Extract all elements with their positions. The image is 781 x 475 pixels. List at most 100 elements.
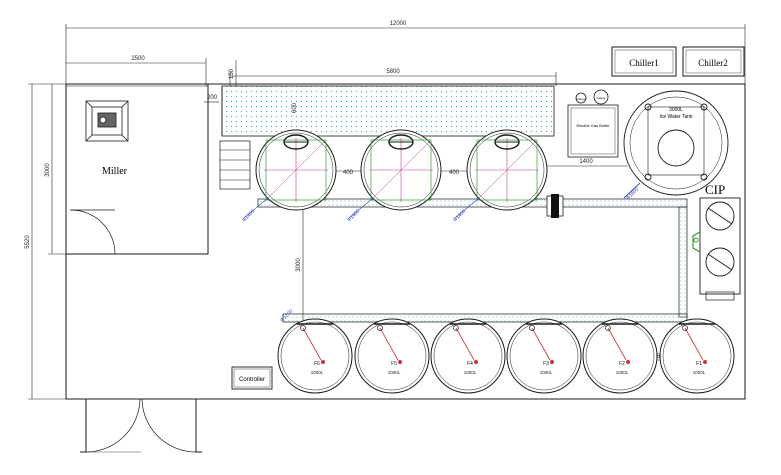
ice-water-tank-label: Ice Water Tank xyxy=(659,114,693,120)
fermenter-inner xyxy=(433,321,503,391)
fermenter-code: F6 xyxy=(314,361,320,367)
fermenter-shell xyxy=(506,318,582,394)
fermenter-sample-arm xyxy=(607,327,627,361)
fermenter-valve-2 xyxy=(321,360,325,364)
controller-inner xyxy=(233,368,271,388)
fermenters: F61000LF51000LF41000LF31000LF21000LF1100… xyxy=(277,308,735,394)
brew-tank-3: Φ1400 xyxy=(452,129,548,223)
fermenter-f1: F1 1000L xyxy=(659,318,735,394)
fermenter-sample-arm xyxy=(379,327,399,361)
fermenter-inner xyxy=(280,321,350,391)
fermenter-shell xyxy=(582,318,658,394)
brew-tank-diag xyxy=(478,141,536,199)
fermenter-valve-2 xyxy=(626,360,630,364)
chiller2-label: Chiller2 xyxy=(698,58,728,68)
gauge-2-label: Gauge xyxy=(596,96,605,100)
fermenter-inner xyxy=(585,321,655,391)
fermenter-valve xyxy=(682,325,688,331)
controller-label: Controller xyxy=(239,377,265,383)
brew-tank-leader xyxy=(243,197,269,219)
miller-label: Miller xyxy=(102,166,128,177)
fermenter-f5: F5 1000L xyxy=(354,318,430,394)
fermenter-f3: F3 1000L xyxy=(506,318,582,394)
chiller1-label: Chiller1 xyxy=(629,58,659,68)
fermenter-sample-arm xyxy=(455,327,475,361)
dimension-lines xyxy=(28,24,746,400)
fermenter-code: F3 xyxy=(543,361,549,367)
brew-tank-diag xyxy=(267,141,325,199)
fermenter-shell xyxy=(277,318,353,394)
chiller2-inner xyxy=(685,49,742,74)
walls xyxy=(65,83,746,453)
brew-tank-leader xyxy=(348,197,374,219)
fermenter-capacity: 1000L xyxy=(540,370,553,375)
fermenter-shell xyxy=(430,318,506,394)
chiller1-inner xyxy=(614,49,674,74)
fermenter-shell xyxy=(659,318,735,394)
dim-tank-spacing-2: 400 xyxy=(449,170,460,176)
chiller1-box xyxy=(611,46,677,77)
brew-tank-diameter: Φ1400 xyxy=(452,208,467,223)
dim-platform-length: 5800 xyxy=(386,69,400,75)
pipe-loop xyxy=(257,194,688,323)
gauge-1-label: Gauge xyxy=(576,97,585,101)
dim-miller-height: 3000 xyxy=(45,163,51,177)
fermenter-capacity: 1000L xyxy=(693,370,706,375)
dimension-labels: 12000 2500 5800 150 200 600 5520 3000 40… xyxy=(25,21,664,360)
controller-box xyxy=(231,366,273,390)
fermenter-shell xyxy=(354,318,430,394)
brew-tank-2: Φ1400 xyxy=(346,129,442,223)
dim-left-gap: 200 xyxy=(207,95,218,101)
electric-boiler-label: Electric Gas Boiler xyxy=(577,123,611,128)
dim-miller-width: 2500 xyxy=(131,56,145,62)
fermenter-capacity: 1000L xyxy=(311,370,324,375)
fermenter-valve-2 xyxy=(474,360,478,364)
fermenter-f4: F4 1000L xyxy=(430,318,506,394)
fermenter-code: F5 xyxy=(391,361,397,367)
fermenter-f6: F6 1000L xyxy=(277,318,353,394)
cip-unit xyxy=(692,197,741,301)
fermenter-valve xyxy=(300,325,306,331)
electric-boiler-unit xyxy=(567,89,619,158)
ice-water-capacity: 3000L xyxy=(669,107,683,113)
fermenter-capacity: 1000L xyxy=(464,370,477,375)
dim-passage-width: 3000 xyxy=(296,258,302,272)
chiller2-box xyxy=(682,46,745,77)
cip-label: CIP xyxy=(705,182,725,197)
fermenter-valve xyxy=(453,325,459,331)
ice-water-tank xyxy=(623,90,729,199)
dim-top-offset: 150 xyxy=(229,68,235,79)
fermenter-capacity: 1000L xyxy=(616,370,629,375)
dim-total-height: 5520 xyxy=(25,235,31,249)
fermenter-capacity: 1000L xyxy=(388,370,401,375)
brew-tank-diameter: Φ1400 xyxy=(346,208,361,223)
fermenter-code: F1 xyxy=(696,361,702,367)
brew-tank-inner xyxy=(258,132,334,208)
brew-tank-diag xyxy=(372,141,430,199)
fermenter-valve-2 xyxy=(550,360,554,364)
fermenter-valve-2 xyxy=(398,360,402,364)
fermenter-inner xyxy=(662,321,732,391)
brew-tank-inner xyxy=(363,132,439,208)
brew-tank-1: Φ1400 xyxy=(241,129,337,223)
fermenter-sample-arm xyxy=(302,327,322,361)
brew-tank-leader xyxy=(454,197,480,219)
miller-machine xyxy=(85,100,129,142)
heat-exchanger-core xyxy=(551,194,559,218)
brew-tank-inner xyxy=(469,132,545,208)
dim-cip-offset: 1400 xyxy=(579,159,593,165)
dim-total-width: 12000 xyxy=(390,21,407,27)
fermenter-inner xyxy=(357,321,427,391)
dim-tank-spacing-1: 400 xyxy=(343,170,354,176)
brewhouse-platform xyxy=(219,85,555,190)
fermenter-valve-2 xyxy=(703,360,707,364)
fermenter-valve xyxy=(605,325,611,331)
fermenter-valve xyxy=(529,325,535,331)
fermenter-code: F4 xyxy=(467,361,473,367)
fermenter-sample-arm xyxy=(531,327,551,361)
doors xyxy=(70,209,197,453)
